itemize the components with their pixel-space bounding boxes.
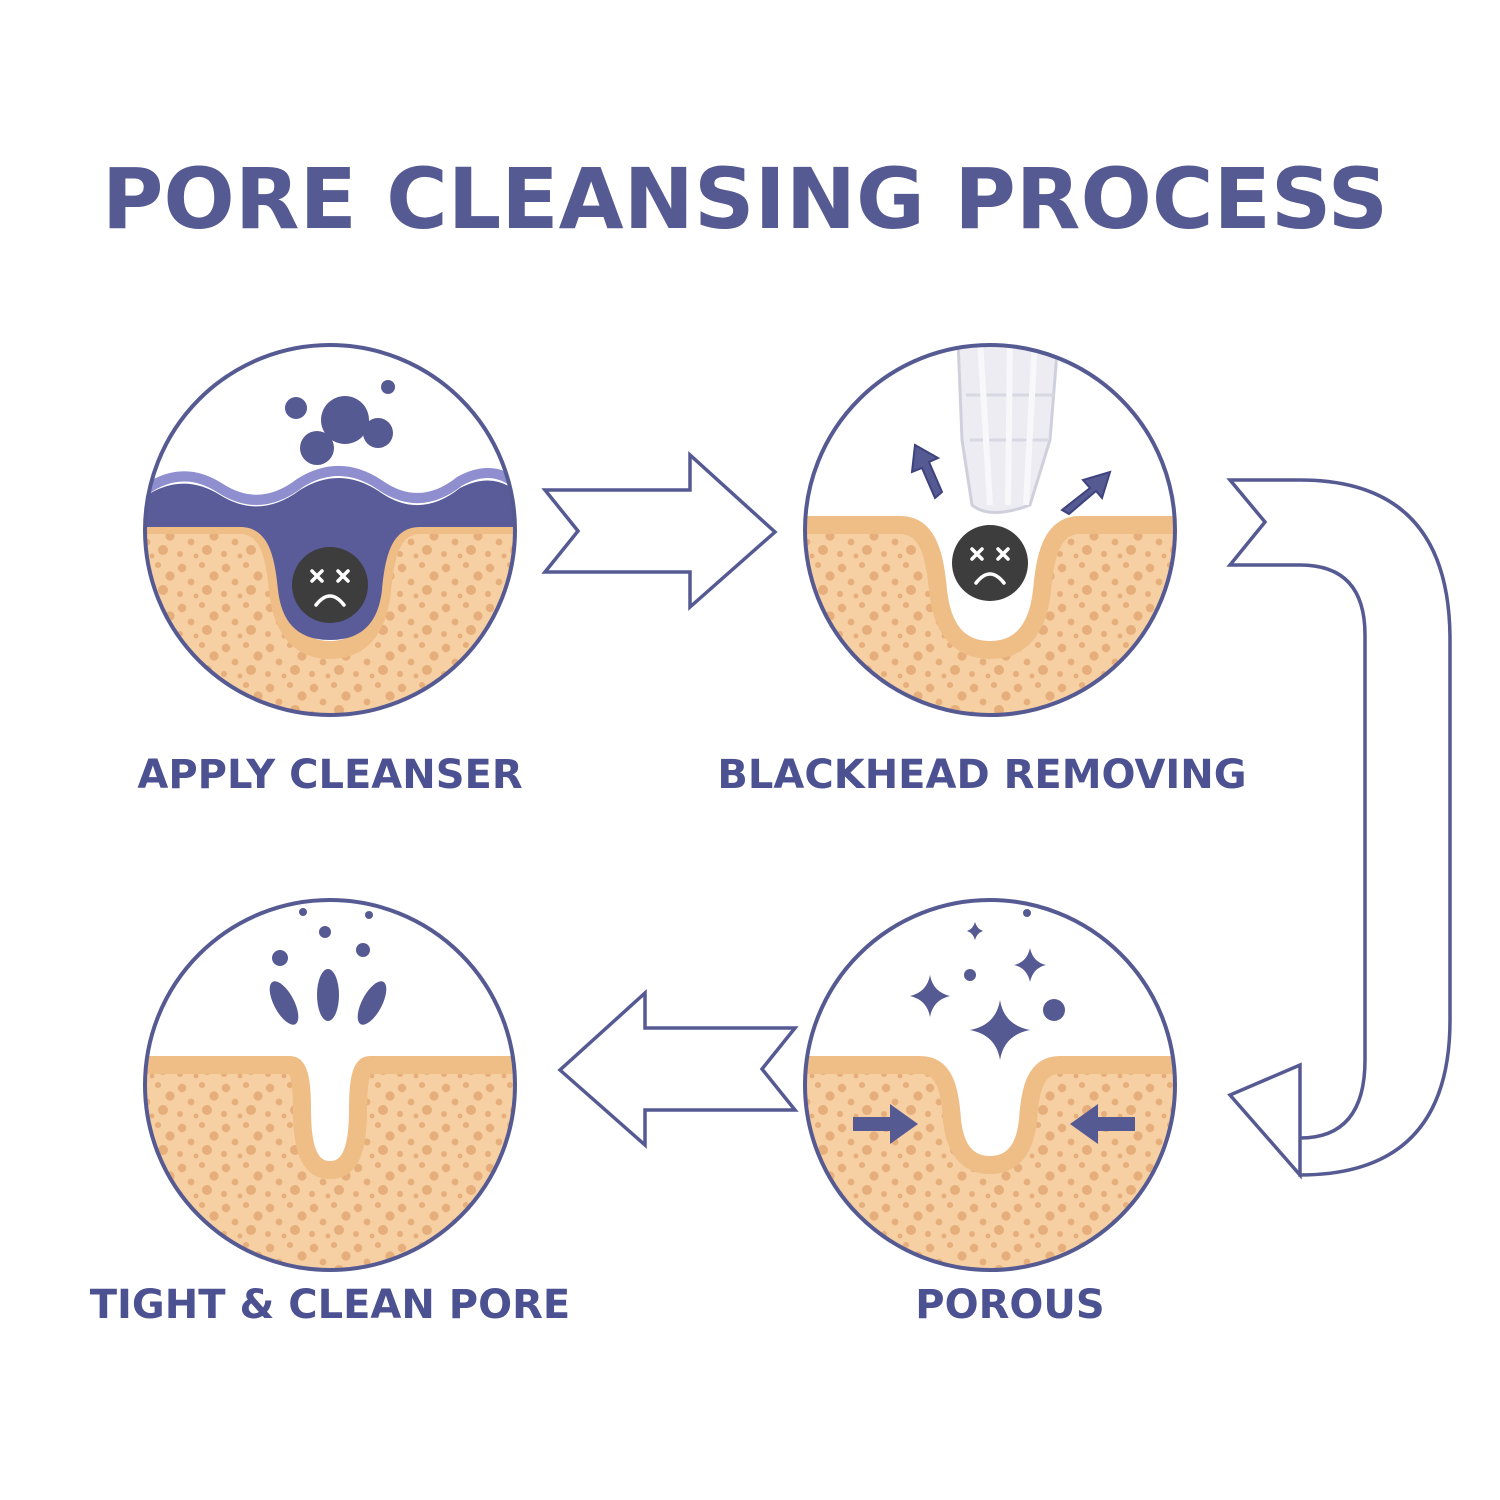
sparkle-icon xyxy=(910,909,1065,1060)
step-label-pore-tightening: POROUS xyxy=(915,1282,1104,1328)
arrow-curve-down-icon xyxy=(1226,478,1452,1180)
step-label-apply-cleanser: APPLY CLEANSER xyxy=(137,752,522,798)
foam-bubbles-icon xyxy=(285,380,395,465)
step-tight-clean-pore xyxy=(143,898,517,1272)
suction-nozzle-icon xyxy=(956,345,1060,514)
page-title: PORE CLEANSING PROCESS xyxy=(102,150,1388,248)
step-apply-cleanser xyxy=(143,343,517,717)
blackhead-face-icon xyxy=(950,523,1030,603)
arrow-right-icon xyxy=(541,451,778,611)
blackhead-face-icon xyxy=(290,545,370,625)
extraction-arrow-icon xyxy=(1060,470,1112,516)
splash-drops-icon xyxy=(269,908,387,1025)
extraction-arrow-icon xyxy=(910,443,944,500)
step-label-tight-clean-pore: TIGHT & CLEAN PORE xyxy=(90,1282,570,1328)
step-label-blackhead-removing: BLACKHEAD REMOVING xyxy=(717,752,1246,798)
compress-arrow-icon xyxy=(853,1104,918,1144)
step-pore-tightening xyxy=(803,898,1177,1272)
step-blackhead-removing xyxy=(803,343,1177,717)
compress-arrow-icon xyxy=(1070,1104,1135,1144)
arrow-left-icon xyxy=(557,989,799,1149)
